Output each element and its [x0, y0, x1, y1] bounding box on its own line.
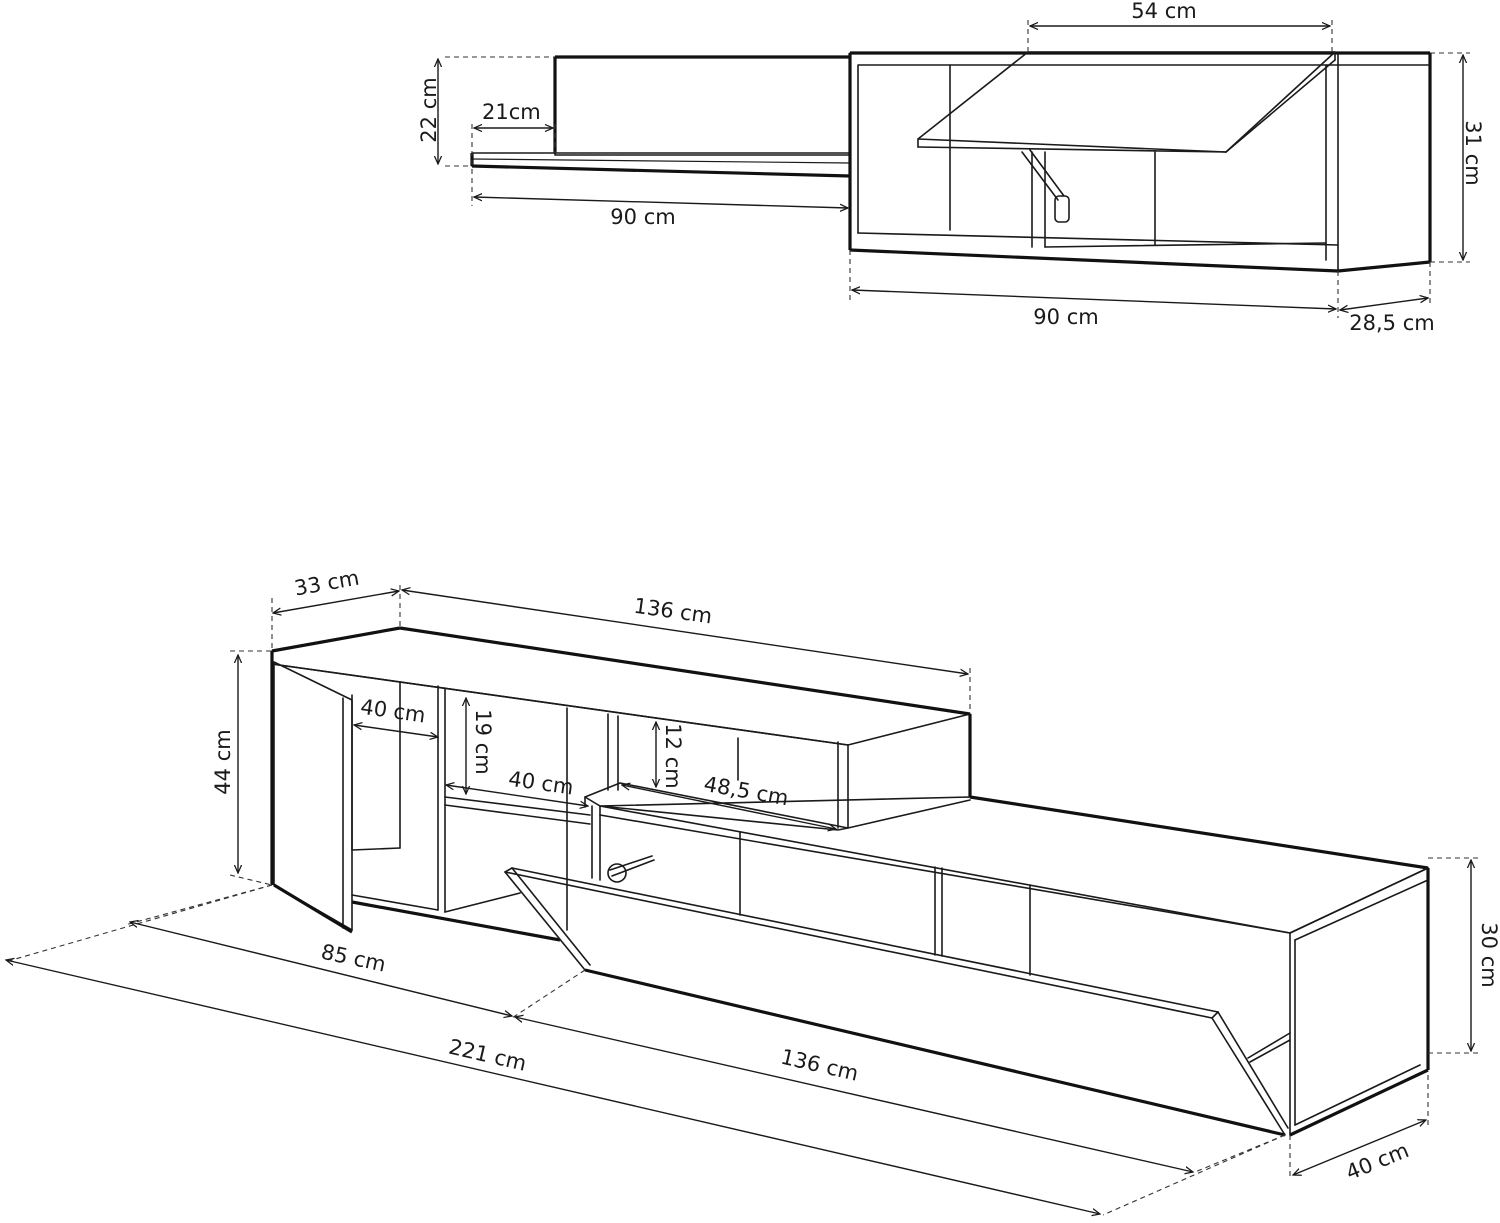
shelf-width-label: 90 cm — [610, 205, 675, 229]
top-width-label: 136 cm — [632, 594, 713, 629]
shelf-depth-label-tv: 40 cm — [507, 767, 575, 800]
tv-unit-dimension-arrows — [6, 590, 1471, 1214]
cabinet-width-label: 90 cm — [1033, 305, 1098, 329]
wall-cabinet — [848, 51, 1432, 273]
upper-niche-height-label: 12 cm — [661, 723, 685, 788]
tv-unit-labels: 33 cm 136 cm 44 cm 40 cm 19 cm 40 cm 12 … — [211, 566, 1500, 1185]
cabinet-depth-label: 28,5 cm — [1349, 311, 1434, 335]
lower-depth-label: 40 cm — [1343, 1138, 1413, 1185]
wall-unit-dimension-arrows — [438, 26, 1463, 310]
left-height-label: 44 cm — [211, 729, 235, 794]
total-width-label: 221 cm — [447, 1035, 529, 1076]
top-depth-label: 33 cm — [292, 566, 361, 601]
tv-unit-drawing: 33 cm 136 cm 44 cm 40 cm 19 cm 40 cm 12 … — [5, 566, 1500, 1215]
flap-width-label: 54 cm — [1131, 0, 1196, 23]
wall-unit-labels: 22 cm 21cm 90 cm 54 cm 31 cm 90 cm 28,5 … — [417, 0, 1485, 335]
shelf-back-height-label: 22 cm — [417, 77, 441, 142]
tv-middle-step — [584, 782, 849, 883]
niche-height-label: 19 cm — [471, 709, 495, 774]
cabinet-height-label: 31 cm — [1461, 120, 1485, 185]
shelf-depth-label: 21cm — [482, 100, 541, 124]
tv-low-module — [504, 795, 1430, 1137]
inner-depth-label: 40 cm — [359, 695, 427, 728]
wall-unit-drawing: 22 cm 21cm 90 cm 54 cm 31 cm 90 cm 28,5 … — [417, 0, 1485, 335]
lower-height-label: 30 cm — [1477, 922, 1500, 987]
wall-unit-extension-lines — [445, 20, 1470, 318]
